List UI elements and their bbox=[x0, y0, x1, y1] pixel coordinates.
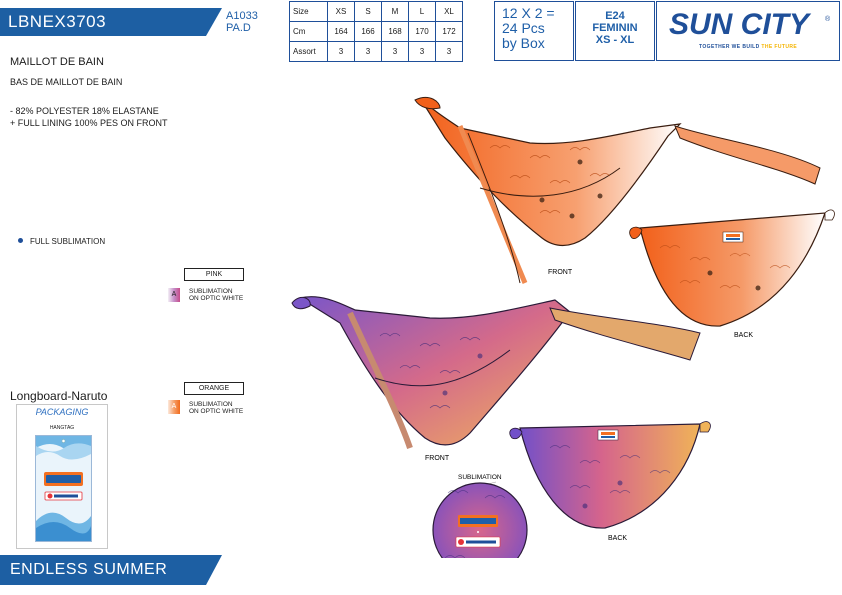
size-cell: M bbox=[381, 1, 409, 22]
size-row-label: Size bbox=[289, 1, 328, 22]
footer-title: ENDLESS SUMMER bbox=[10, 561, 168, 578]
article-code-sub: PA.D bbox=[226, 22, 251, 34]
cm-cell: 172 bbox=[435, 21, 463, 42]
season-box: E24 FEMININ XS - XL bbox=[575, 1, 655, 61]
packing-line-2: 24 Pcs bbox=[502, 20, 545, 36]
size-cell: XS bbox=[327, 1, 355, 22]
composition-line-1: - 82% POLYESTER 18% ELASTANE bbox=[10, 106, 159, 116]
sublimation-callout-label: SUBLIMATION bbox=[458, 474, 502, 481]
assort-cell: 3 bbox=[327, 41, 355, 62]
packing-line-3: by Box bbox=[502, 35, 545, 51]
collection-title: Longboard-Naruto bbox=[10, 389, 108, 403]
colorway-orange-note-2: ON OPTIC WHITE bbox=[189, 408, 244, 415]
bullet-icon bbox=[18, 238, 23, 243]
footer-banner bbox=[0, 555, 222, 585]
assort-cell: 3 bbox=[408, 41, 436, 62]
hangtag-label: HANGTAG bbox=[49, 425, 75, 431]
orange-back-label: BACK bbox=[734, 332, 753, 339]
assort-row-label: Assort bbox=[289, 41, 328, 62]
cm-cell: 168 bbox=[381, 21, 409, 42]
brand-registered: ® bbox=[825, 16, 831, 23]
colorway-pink-swatch: A bbox=[168, 288, 180, 302]
sublimation-closeup bbox=[432, 482, 528, 558]
colorway-pink-label: PINK bbox=[184, 268, 244, 281]
colorway-pink-note: SUBLIMATION ON OPTIC WHITE bbox=[189, 288, 243, 302]
packaging-title: PACKAGING bbox=[35, 407, 89, 417]
colorway-pink-note-2: ON OPTIC WHITE bbox=[189, 295, 244, 302]
pink-front-bottom bbox=[291, 296, 701, 449]
orange-back-bottom bbox=[629, 209, 835, 327]
pink-back-bottom bbox=[509, 421, 711, 529]
packaging-panel: PACKAGING HANGTAG bbox=[16, 404, 108, 549]
packing-line-1: 12 X 2 = bbox=[502, 5, 555, 21]
season-code: E24 bbox=[605, 10, 625, 22]
size-cell: XL bbox=[435, 1, 463, 22]
cm-cell: 164 bbox=[327, 21, 355, 42]
season-gender: FEMININ bbox=[592, 22, 638, 34]
orange-front-bottom bbox=[414, 96, 821, 284]
orange-front-label: FRONT bbox=[548, 269, 573, 276]
packing-box: 12 X 2 = 24 Pcs by Box bbox=[494, 1, 574, 61]
colorway-orange-note-1: SUBLIMATION bbox=[189, 401, 233, 408]
assort-cell: 3 bbox=[354, 41, 382, 62]
article-code: A1033 PA.D bbox=[226, 10, 258, 34]
brand-name: SUN CITY bbox=[669, 8, 810, 41]
hangtag-image bbox=[35, 435, 92, 542]
composition-line-2: + FULL LINING 100% PES ON FRONT bbox=[10, 118, 168, 128]
reference-banner bbox=[0, 8, 222, 36]
reference-number: LBNEX3703 bbox=[8, 12, 107, 31]
article-code-main: A1033 bbox=[226, 10, 258, 22]
cm-row-label: Cm bbox=[289, 21, 328, 42]
season-range: XS - XL bbox=[595, 34, 635, 46]
brand-tagline-a: TOGETHER WE BUILD bbox=[699, 44, 760, 50]
pink-front-label: FRONT bbox=[425, 455, 450, 462]
colorway-orange-note: SUBLIMATION ON OPTIC WHITE bbox=[189, 401, 243, 415]
cm-cell: 170 bbox=[408, 21, 436, 42]
assort-cell: 3 bbox=[381, 41, 409, 62]
size-cell: S bbox=[354, 1, 382, 22]
brand-logo: SUN CITY ® TOGETHER WE BUILD THE FUTURE bbox=[656, 1, 840, 61]
size-row: Size XS S M L XL bbox=[289, 1, 463, 22]
colorway-orange-label: ORANGE bbox=[184, 382, 244, 395]
technique-label: FULL SUBLIMATION bbox=[30, 237, 106, 246]
garment-illustrations: FRONT BACK FRONT bbox=[291, 96, 835, 558]
brand-tagline: TOGETHER WE BUILD THE FUTURE bbox=[699, 44, 797, 50]
size-cell: L bbox=[408, 1, 436, 22]
size-table: Size XS S M L XL Cm 164 166 168 170 172 … bbox=[289, 1, 463, 62]
assort-cell: 3 bbox=[435, 41, 463, 62]
colorway-pink-note-1: SUBLIMATION bbox=[189, 288, 233, 295]
brand-tagline-b: THE FUTURE bbox=[761, 44, 798, 50]
product-subtitle: BAS DE MAILLOT DE BAIN bbox=[10, 77, 123, 87]
cm-cell: 166 bbox=[354, 21, 382, 42]
pink-back-label: BACK bbox=[608, 535, 627, 542]
product-title: MAILLOT DE BAIN bbox=[10, 56, 104, 68]
cm-row: Cm 164 166 168 170 172 bbox=[289, 21, 463, 42]
colorway-orange-swatch: A bbox=[168, 400, 180, 414]
assort-row: Assort 3 3 3 3 3 bbox=[289, 41, 463, 62]
